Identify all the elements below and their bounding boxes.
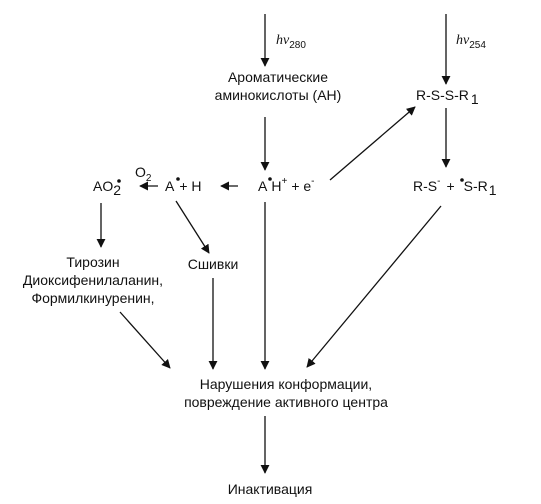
damage-line1: Нарушения конформации,: [200, 376, 372, 392]
products-line3: Формилкинуренин,: [31, 290, 154, 306]
products-line1: Тирозин: [66, 254, 119, 270]
radical-pair-node: A+ H: [165, 178, 202, 194]
products-line2: Диоксифенилаланин,: [23, 272, 163, 288]
uv-254-label: hν254: [456, 33, 486, 51]
peroxy-radical-node: AO2: [93, 178, 121, 198]
damage-line2: повреждение активного центра: [184, 394, 388, 410]
aromatic-amino-acids-line1: Ароматические: [228, 69, 328, 85]
uv-280-label: hν280: [276, 33, 306, 51]
radical-dot: [176, 177, 180, 181]
thiyl-radicals-node: R-S-+S-R1: [413, 176, 497, 198]
radical-dot: [117, 179, 121, 183]
radical-dot: [268, 177, 272, 181]
thiyl-to-damage-arrow: [306, 205, 442, 368]
products-to-damage-arrow: [119, 311, 171, 369]
crosslinks-node: Сшивки: [188, 256, 239, 272]
oxygen-label: O2: [135, 164, 152, 184]
electron-to-disulfide-arrow: [329, 106, 416, 181]
radical-to-crosslinks-arrow: [175, 200, 210, 254]
radical-dot: [460, 178, 464, 182]
aromatic-amino-acids-line2: аминокислоты (АН): [215, 87, 342, 103]
inactivation-node: Инактивация: [228, 481, 313, 497]
